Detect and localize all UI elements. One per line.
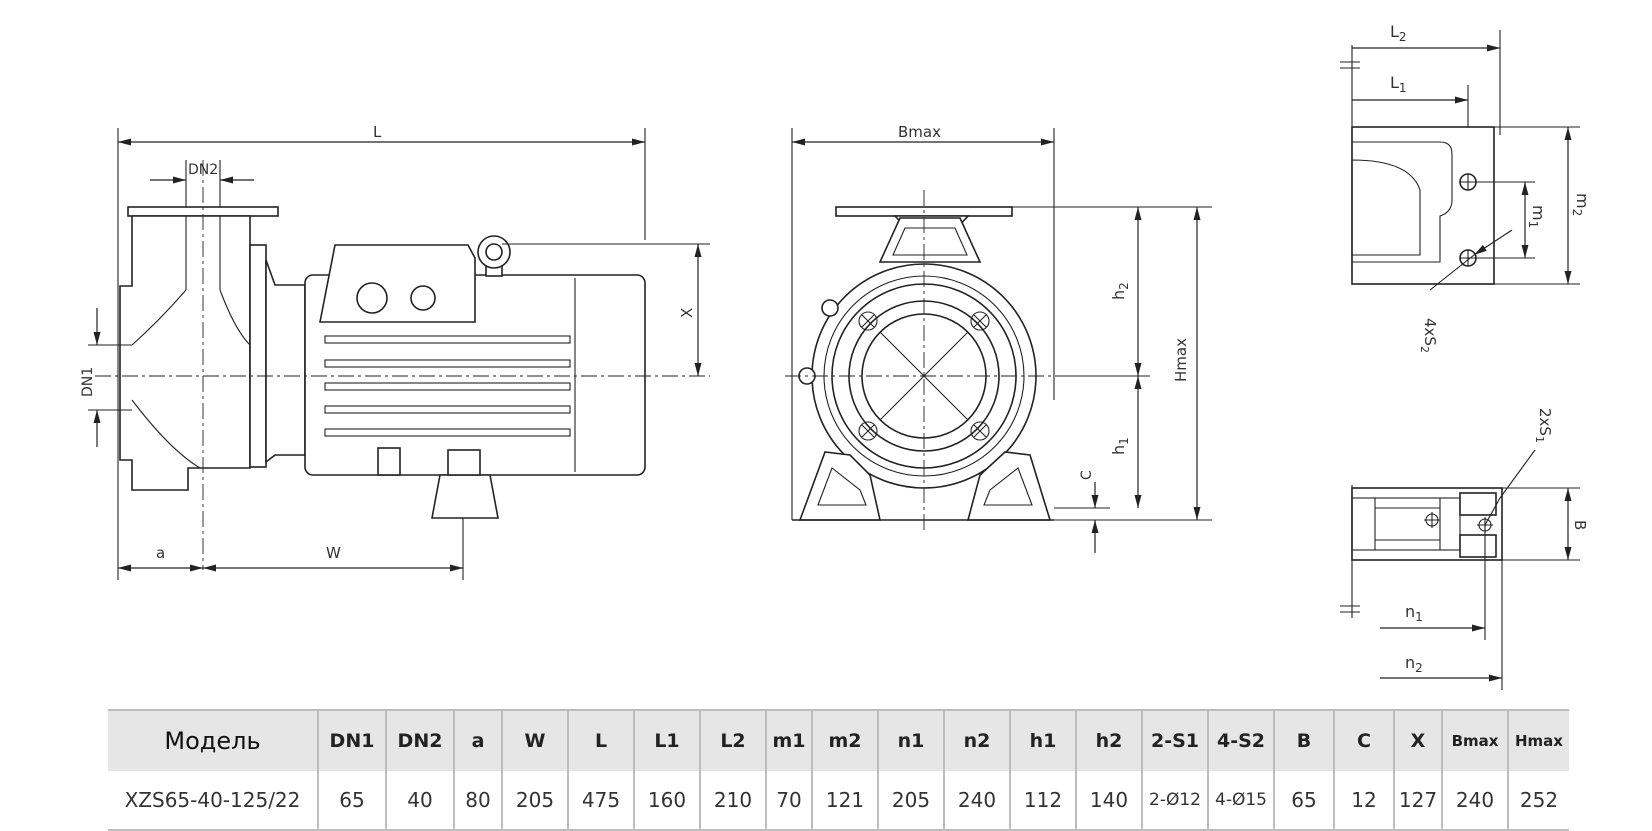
- header-b: B: [1274, 710, 1335, 771]
- header-hmax: Hmax: [1508, 710, 1569, 771]
- cell-w: 205: [502, 771, 569, 831]
- cell-dn1: 65: [318, 771, 387, 831]
- header-m1: m1: [766, 710, 813, 771]
- cell-h1: 112: [1010, 771, 1077, 831]
- cell-h2: 140: [1076, 771, 1143, 831]
- dim-label-m2: m2: [1570, 193, 1592, 216]
- table-row: XZS65-40-125/22 65 40 80 205 475 160 210…: [108, 771, 1569, 831]
- header-l2: L2: [700, 710, 767, 771]
- dim-label-n2: n2: [1405, 653, 1423, 675]
- cell-l1: 160: [634, 771, 701, 831]
- cell-b: 65: [1274, 771, 1335, 831]
- cell-m2: 121: [812, 771, 879, 831]
- dim-label-dn1: DN1: [80, 367, 96, 397]
- header-dn2: DN2: [386, 710, 455, 771]
- dim-label-l: L: [373, 123, 382, 141]
- header-2-s1: 2-S1: [1142, 710, 1209, 771]
- cell-dn2: 40: [386, 771, 455, 831]
- dim-label-h2: h2: [1109, 282, 1131, 300]
- dim-label-c: C: [1079, 470, 1095, 480]
- cell-2-s1: 2-Ø12: [1142, 771, 1209, 831]
- cell-c: 12: [1334, 771, 1395, 831]
- front-view: Bmax: [785, 123, 1212, 553]
- spec-table-header-row: Модель DN1 DN2 a W L L1 L2 m1 m2 n1 n2 h…: [108, 710, 1569, 771]
- header-model: Модель: [108, 710, 319, 771]
- dim-label-n1: n1: [1405, 602, 1423, 624]
- cell-4-s2: 4-Ø15: [1208, 771, 1275, 831]
- header-h2: h2: [1076, 710, 1143, 771]
- cell-l: 475: [568, 771, 635, 831]
- header-n1: n1: [878, 710, 945, 771]
- dim-label-hmax: Hmax: [1172, 338, 1190, 382]
- header-bmax: Bmax: [1442, 710, 1509, 771]
- spec-table: Модель DN1 DN2 a W L L1 L2 m1 m2 n1 n2 h…: [108, 709, 1569, 831]
- dim-label-a: a: [156, 544, 165, 562]
- dim-label-w: W: [326, 544, 341, 562]
- dim-label-2xs1: 2xS1: [1533, 408, 1554, 443]
- dim-label-b: B: [1571, 520, 1589, 530]
- cell-model: XZS65-40-125/22: [108, 771, 319, 831]
- cell-n1: 205: [878, 771, 945, 831]
- dim-label-l2: L2: [1390, 22, 1407, 44]
- foot-side-view: 2xS1 B n1 n2: [1340, 408, 1589, 690]
- header-w: W: [502, 710, 569, 771]
- dim-label-l1: L1: [1390, 73, 1407, 95]
- cell-l2: 210: [700, 771, 767, 831]
- header-dn1: DN1: [318, 710, 387, 771]
- cell-x: 127: [1394, 771, 1443, 831]
- side-view: L DN2: [80, 123, 710, 580]
- foot-top-view: L2 L1 m1 m2 4xS2: [1340, 22, 1592, 353]
- dim-label-4xs2: 4xS2: [1418, 318, 1439, 353]
- dim-label-bmax: Bmax: [898, 123, 941, 141]
- header-c: C: [1334, 710, 1395, 771]
- header-m2: m2: [812, 710, 879, 771]
- cell-bmax: 240: [1442, 771, 1509, 831]
- dim-label-x: X: [678, 308, 696, 318]
- cell-a: 80: [454, 771, 503, 831]
- dim-label-m1: m1: [1526, 205, 1548, 228]
- header-a: a: [454, 710, 503, 771]
- header-l1: L1: [634, 710, 701, 771]
- cell-n2: 240: [944, 771, 1011, 831]
- header-n2: n2: [944, 710, 1011, 771]
- header-h1: h1: [1010, 710, 1077, 771]
- cell-m1: 70: [766, 771, 813, 831]
- dim-label-h1: h1: [1109, 437, 1131, 455]
- header-l: L: [568, 710, 635, 771]
- cell-hmax: 252: [1508, 771, 1569, 831]
- header-x: X: [1394, 710, 1443, 771]
- header-4-s2: 4-S2: [1208, 710, 1275, 771]
